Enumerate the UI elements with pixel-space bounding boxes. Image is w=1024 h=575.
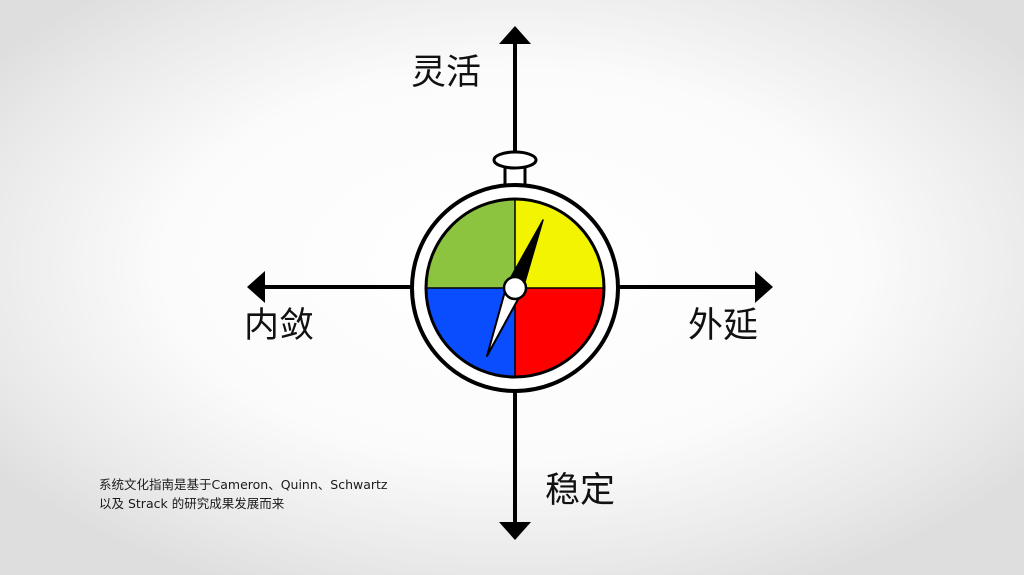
quadrant-bottom-right	[515, 288, 604, 377]
axis-label-external: 外延	[688, 306, 759, 346]
axis-label-internal: 内敛	[244, 306, 315, 346]
compass-crown	[492, 150, 538, 170]
arrow-left-icon	[247, 271, 265, 303]
quadrant-top-right	[515, 199, 604, 288]
axis-label-stable: 稳定	[545, 471, 616, 511]
arrow-right-icon	[755, 271, 773, 303]
axis-label-flexible: 灵活	[411, 53, 482, 93]
needle-pivot	[502, 275, 528, 301]
caption-line-1: 系统文化指南是基于Cameron、Quinn、Schwartz	[99, 477, 388, 492]
quadrant-top-left	[426, 199, 515, 288]
caption-line-2: 以及 Strack 的研究成果发展而来	[99, 496, 285, 511]
arrow-down-icon	[499, 522, 531, 540]
arrow-up-icon	[499, 26, 531, 44]
caption: 系统文化指南是基于Cameron、Quinn、Schwartz 以及 Strac…	[99, 475, 439, 513]
quadrant-bottom-left	[426, 288, 515, 377]
